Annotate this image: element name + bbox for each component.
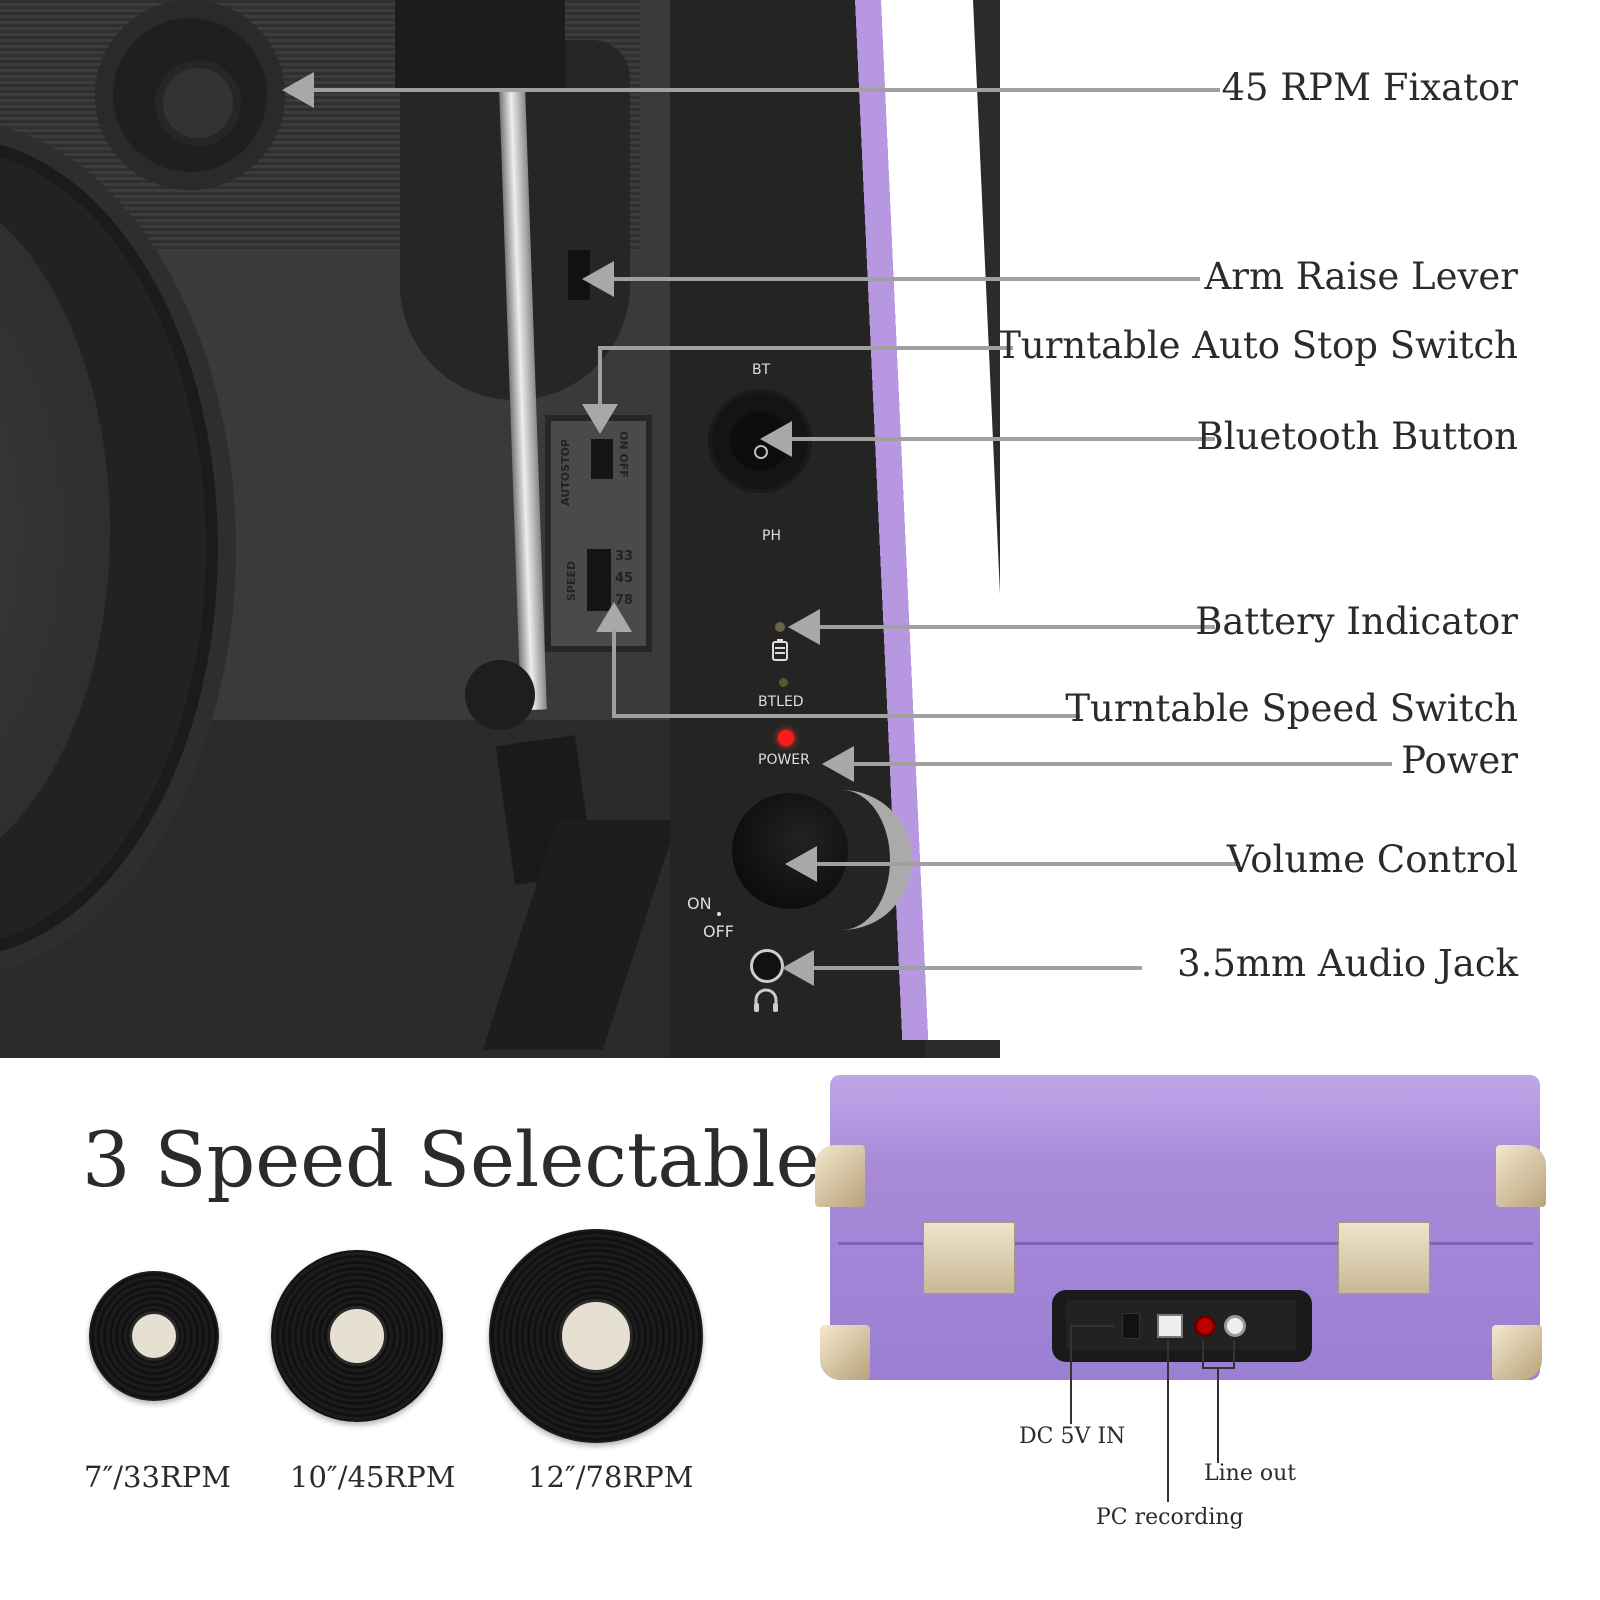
- btled-icon: [779, 678, 788, 687]
- autostop-switch[interactable]: [591, 439, 613, 479]
- callout-line-volume: [815, 862, 1240, 866]
- usb-port[interactable]: [1157, 1314, 1183, 1338]
- battery-led-icon: [775, 622, 785, 632]
- dc-callout-line: [1070, 1326, 1072, 1424]
- speed-switch[interactable]: [587, 549, 611, 611]
- callout-arm-raise: Arm Raise Lever: [1204, 255, 1518, 298]
- callout-vline-auto-stop: [598, 346, 602, 406]
- on-off-dot: [717, 912, 721, 916]
- rca-white-callout-line: [1233, 1340, 1235, 1368]
- pc-recording-label: PC recording: [1096, 1505, 1244, 1530]
- arrow-audio-jack-icon: [782, 950, 814, 986]
- fixator-hub: [155, 60, 241, 146]
- callout-line-speed: [612, 714, 1080, 718]
- turntable-top-photo: AUTOSTOP ON OFF SPEED 33 45 78 BT PH BTL…: [0, 0, 1000, 1058]
- metal-corner: [1492, 1325, 1542, 1380]
- arrow-battery-icon: [788, 609, 820, 645]
- callout-line-bluetooth: [790, 437, 1215, 441]
- callout-auto-stop: Turntable Auto Stop Switch: [996, 324, 1518, 367]
- record-caption-10: 10″/45RPM: [290, 1460, 456, 1494]
- arrow-fixator-icon: [282, 72, 314, 108]
- line-out-label: Line out: [1204, 1461, 1297, 1486]
- headphones-icon: [754, 988, 778, 1012]
- callout-line-audio-jack: [812, 966, 1142, 970]
- ph-label: PH: [762, 528, 781, 544]
- power-label: POWER: [758, 752, 810, 768]
- dc-label: DC 5V IN: [1019, 1424, 1126, 1449]
- record-12-inch: [489, 1229, 703, 1443]
- autostop-label: AUTOSTOP: [559, 439, 572, 506]
- record-10-inch: [271, 1250, 443, 1422]
- rca-white-port[interactable]: [1224, 1315, 1246, 1337]
- callout-audio-jack: 3.5mm Audio Jack: [1177, 942, 1518, 985]
- arrow-bluetooth-icon: [760, 421, 792, 457]
- record-label: [129, 1311, 179, 1361]
- callout-line-auto-stop: [598, 346, 1013, 350]
- record-caption-7: 7″/33RPM: [84, 1460, 231, 1494]
- autostop-on-off-label: ON OFF: [617, 431, 630, 478]
- record-7-inch: [89, 1271, 219, 1401]
- callout-volume: Volume Control: [1226, 838, 1518, 881]
- rca-red-callout-line: [1202, 1340, 1204, 1368]
- bt-label: BT: [752, 362, 771, 378]
- usb-callout-line: [1167, 1340, 1169, 1502]
- power-led-icon: [778, 730, 794, 746]
- battery-icon: [772, 639, 788, 661]
- arrow-volume-icon: [785, 846, 817, 882]
- dc-port[interactable]: [1122, 1313, 1140, 1339]
- audio-jack[interactable]: [750, 949, 784, 983]
- record-caption-12: 12″/78RPM: [528, 1460, 694, 1494]
- hinge-right: [1338, 1222, 1430, 1294]
- line-out-callout-line: [1217, 1367, 1219, 1463]
- rca-red-port[interactable]: [1194, 1315, 1216, 1337]
- speed-33-label: 33: [615, 549, 634, 564]
- case-seam: [838, 1242, 1533, 1245]
- speed-title: 3 Speed Selectable: [82, 1115, 821, 1204]
- metal-corner: [820, 1325, 870, 1380]
- counterweight: [395, 0, 565, 90]
- callout-line-power: [852, 762, 1392, 766]
- off-label: OFF: [703, 922, 734, 941]
- callout-power: Power: [1401, 739, 1518, 782]
- record-label: [559, 1299, 633, 1373]
- metal-corner: [815, 1145, 865, 1207]
- speed-label: SPEED: [565, 561, 578, 602]
- arm-rest: [465, 660, 535, 730]
- btled-label: BTLED: [758, 694, 804, 710]
- arrow-power-icon: [822, 746, 854, 782]
- callout-fixator: 45 RPM Fixator: [1221, 66, 1518, 109]
- callout-line-battery: [818, 625, 1215, 629]
- arrow-speed-switch-icon: [596, 602, 632, 632]
- record-label: [327, 1306, 387, 1366]
- callout-line-fixator: [312, 88, 1220, 92]
- arrow-auto-stop-icon: [582, 404, 618, 434]
- speed-45-label: 45: [615, 571, 634, 586]
- callout-vline-speed: [612, 630, 616, 716]
- metal-corner: [1496, 1145, 1546, 1207]
- arrow-arm-raise-icon: [582, 261, 614, 297]
- dc-callout-hline: [1070, 1325, 1114, 1327]
- on-label: ON: [687, 894, 712, 913]
- callout-battery: Battery Indicator: [1195, 600, 1518, 643]
- callout-bluetooth: Bluetooth Button: [1196, 415, 1519, 458]
- 45rpm-fixator: [95, 0, 285, 190]
- hinge-left: [923, 1222, 1015, 1294]
- callout-speed-switch: Turntable Speed Switch: [1065, 687, 1518, 730]
- callout-line-arm-raise: [612, 277, 1200, 281]
